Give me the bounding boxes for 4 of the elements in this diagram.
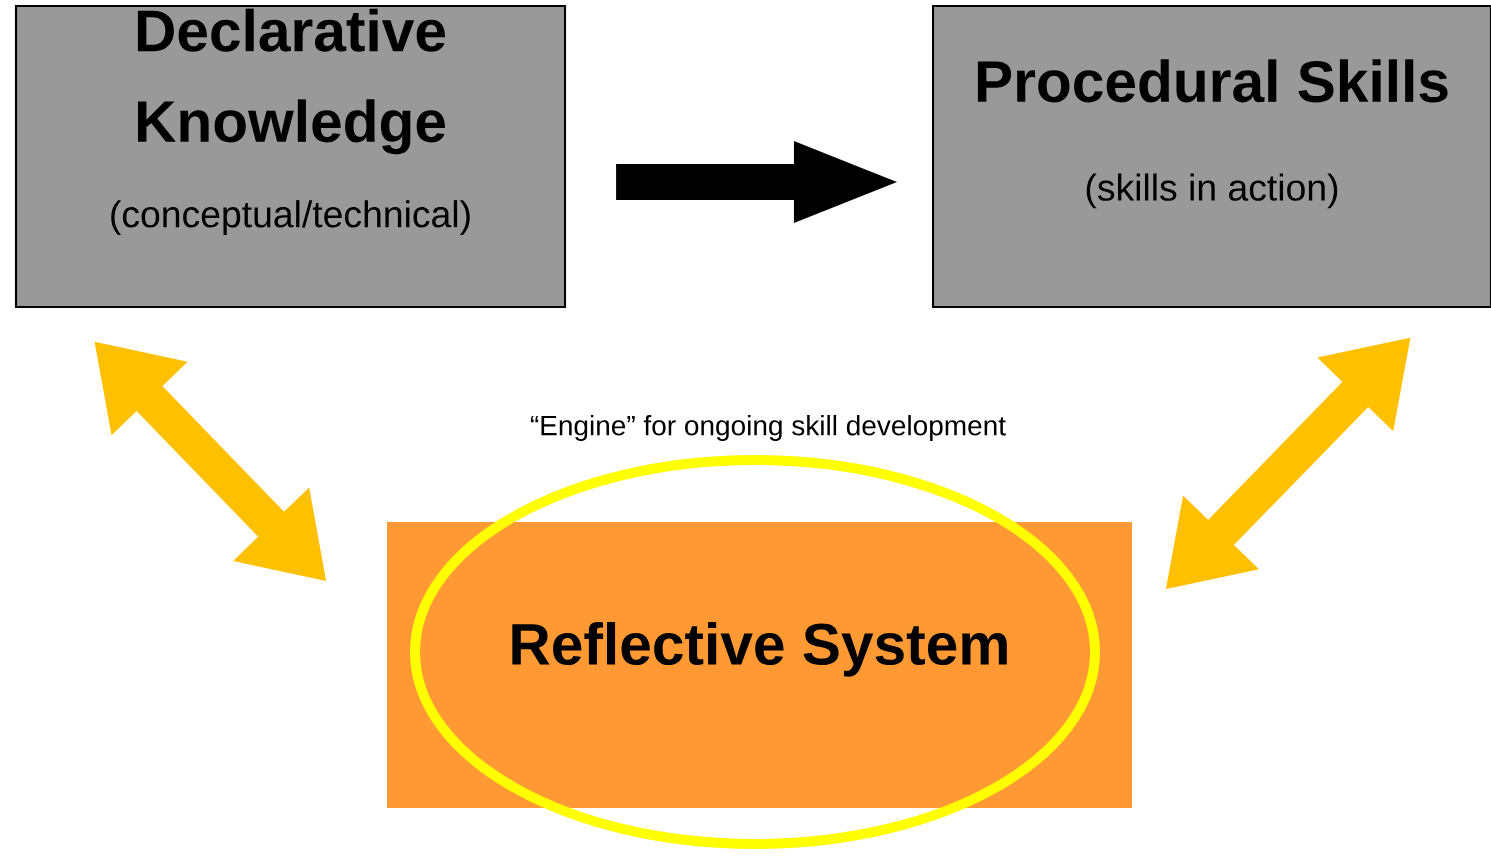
caption-text: “Engine” for ongoing skill development [530,414,1006,442]
concept-box: Declarative Knowledge (conceptual/technical) [14,4,567,309]
concept-box: Procedural Skills (skills in action) [931,4,1491,309]
system-box: Reflective System [387,522,1132,808]
